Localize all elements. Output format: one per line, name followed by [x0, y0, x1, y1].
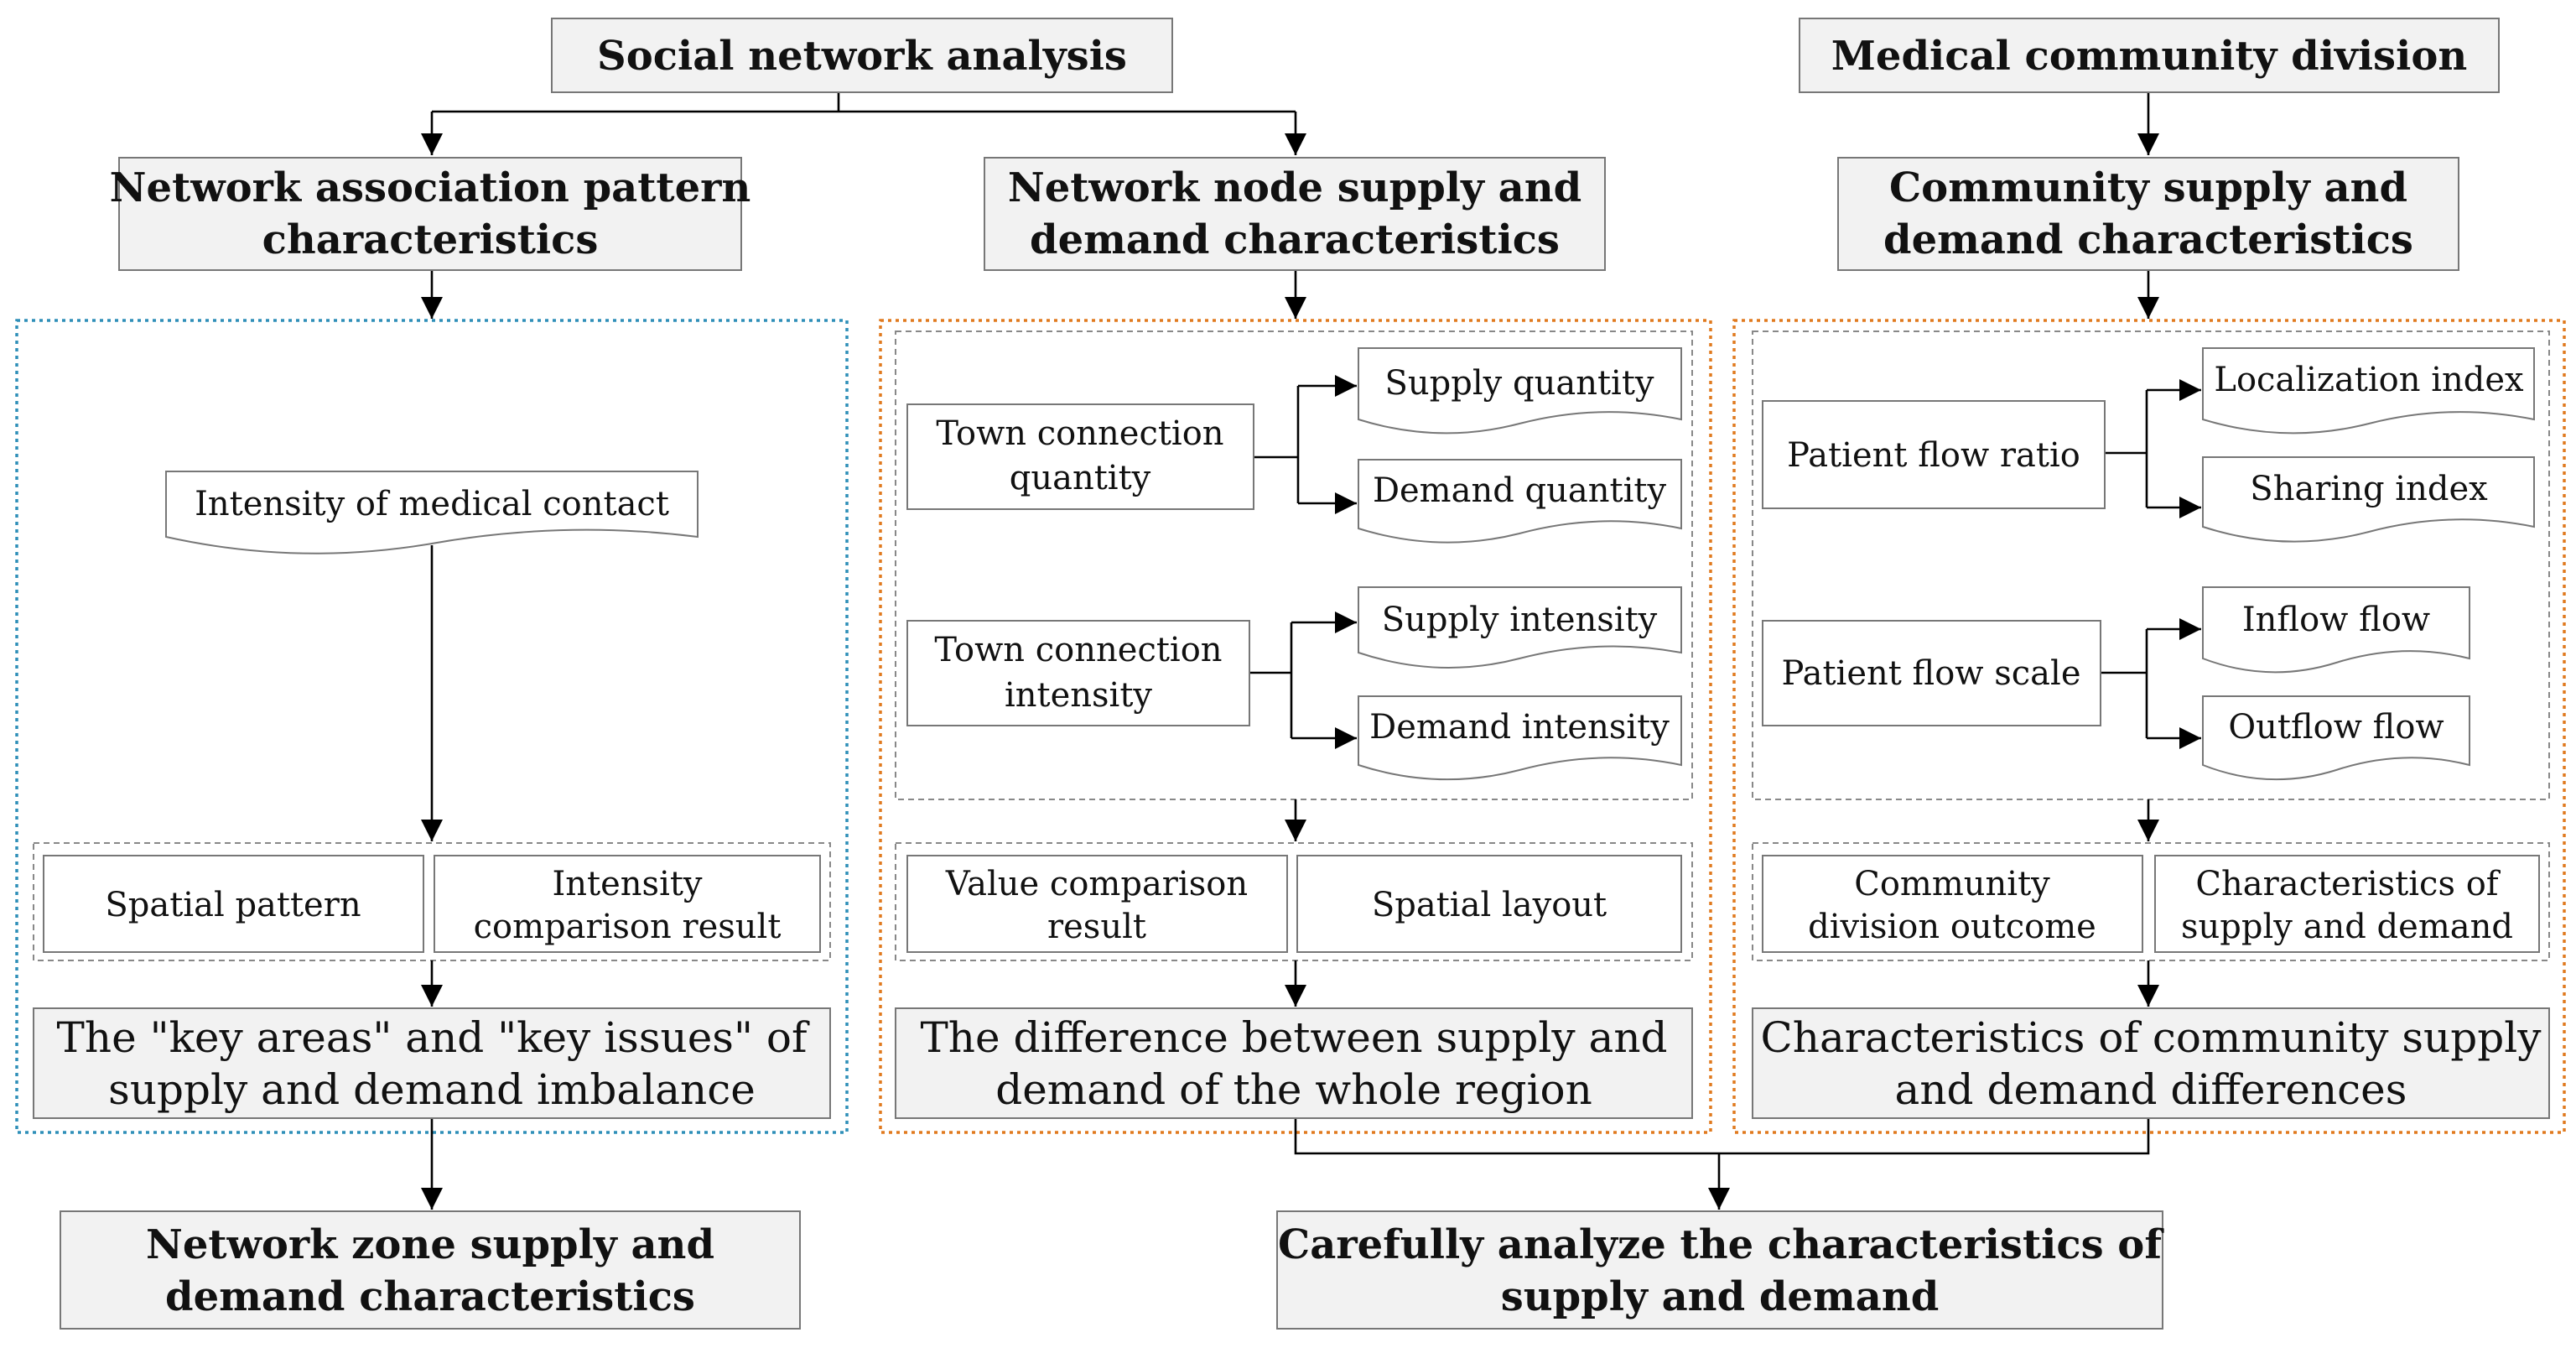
characteristics-supply-demand-box: Characteristics of supply and demand [2154, 855, 2540, 953]
supply-quantity-label: Supply quantity [1385, 364, 1654, 403]
connector-town-qty-branch [1254, 386, 1300, 503]
sharing-index-doc: Sharing index [2202, 456, 2535, 543]
spatial-layout-label: Spatial layout [1372, 886, 1607, 924]
key-areas-summary-box: The "key areas" and "key issues" of supp… [33, 1007, 831, 1119]
supply-quantity-doc: Supply quantity [1358, 347, 1682, 435]
community-differences-summary-box: Characteristics of community supply and … [1752, 1007, 2550, 1119]
demand-intensity-label: Demand intensity [1369, 708, 1670, 747]
patient-flow-ratio-label: Patient flow ratio [1787, 436, 2080, 475]
intensity-of-medical-contact-doc: Intensity of medical contact [165, 471, 699, 554]
group-col3-results [1752, 842, 2550, 961]
town-connection-quantity-line2: quantity [1010, 459, 1151, 497]
community-header-line1: Community supply and [1889, 164, 2407, 211]
town-connection-quantity-box: Town connection quantity [906, 403, 1254, 510]
outflow-flow-label: Outflow flow [2228, 708, 2444, 747]
whole-region-summary-line2: demand of the whole region [995, 1065, 1592, 1114]
connector-social-split [432, 92, 1296, 113]
town-connection-quantity-line1: Town connection [936, 414, 1223, 453]
spatial-layout-box: Spatial layout [1296, 855, 1682, 953]
town-connection-intensity-box: Town connection intensity [906, 620, 1250, 726]
characteristics-supply-demand-line1: Characteristics of [2195, 865, 2501, 903]
network-zone-final-box: Network zone supply and demand character… [60, 1210, 801, 1330]
key-areas-summary-line2: supply and demand imbalance [108, 1065, 756, 1114]
localization-index-doc: Localization index [2202, 347, 2535, 435]
value-comparison-result-box: Value comparison result [906, 855, 1288, 953]
value-comparison-line2: result [1047, 908, 1146, 946]
connector-flow-ratio-branch [2105, 390, 2148, 507]
group-network-association [15, 319, 849, 1134]
community-division-outcome-box: Community division outcome [1762, 855, 2143, 953]
network-node-header-line1: Network node supply and [1008, 164, 1581, 211]
characteristics-supply-demand-line2: supply and demand [2181, 908, 2513, 946]
key-areas-summary-line1: The "key areas" and "key issues" of [57, 1013, 810, 1062]
medical-community-division-label: Medical community division [1831, 33, 2467, 80]
town-connection-intensity-line1: Town connection [934, 631, 1222, 669]
medical-community-division-box: Medical community division [1799, 18, 2500, 93]
group-col2-connections [895, 330, 1693, 800]
supply-intensity-doc: Supply intensity [1358, 586, 1682, 669]
demand-intensity-doc: Demand intensity [1358, 695, 1682, 781]
group-col3-flows [1752, 330, 2550, 800]
network-node-header-line2: demand characteristics [1030, 216, 1560, 263]
outflow-flow-doc: Outflow flow [2202, 695, 2470, 781]
patient-flow-scale-box: Patient flow scale [1762, 620, 2101, 726]
network-association-header-line2: characteristics [262, 216, 599, 263]
network-zone-final-line2: demand characteristics [165, 1273, 695, 1320]
connector-merge [1294, 1118, 2150, 1155]
connector-flow-scale-branch [2101, 629, 2148, 738]
demand-quantity-doc: Demand quantity [1358, 459, 1682, 544]
patient-flow-scale-label: Patient flow scale [1781, 654, 2080, 693]
careful-analysis-line2: supply and demand [1501, 1273, 1940, 1320]
community-differences-summary-line1: Characteristics of community supply [1760, 1013, 2542, 1062]
demand-quantity-label: Demand quantity [1373, 471, 1667, 510]
community-division-outcome-line1: Community [1854, 865, 2050, 903]
inflow-flow-doc: Inflow flow [2202, 586, 2470, 674]
whole-region-summary-line1: The difference between supply and [920, 1013, 1667, 1062]
sharing-index-label: Sharing index [2250, 470, 2488, 508]
network-zone-final-line1: Network zone supply and [146, 1221, 714, 1268]
value-comparison-line1: Value comparison [945, 865, 1248, 903]
town-connection-intensity-line2: intensity [1005, 676, 1152, 715]
group-col2-results [895, 842, 1693, 961]
network-node-header-box: Network node supply and demand character… [984, 157, 1606, 271]
careful-analysis-final-box: Carefully analyze the characteristics of… [1276, 1210, 2164, 1330]
network-association-header-line1: Network association pattern [110, 164, 751, 211]
spatial-pattern-label: Spatial pattern [105, 886, 361, 924]
network-association-header-box: Network association pattern characterist… [110, 157, 751, 271]
group-community [1732, 319, 2566, 1134]
social-network-analysis-label: Social network analysis [597, 33, 1127, 80]
social-network-analysis-box: Social network analysis [551, 18, 1173, 93]
inflow-flow-label: Inflow flow [2242, 601, 2430, 639]
spatial-pattern-box: Spatial pattern [43, 855, 424, 953]
intensity-comparison-line2: comparison result [474, 908, 782, 946]
intensity-of-medical-contact-label: Intensity of medical contact [195, 485, 669, 523]
patient-flow-ratio-box: Patient flow ratio [1762, 400, 2106, 509]
community-header-box: Community supply and demand characterist… [1837, 157, 2459, 271]
supply-intensity-label: Supply intensity [1382, 601, 1658, 639]
intensity-comparison-line1: Intensity [552, 865, 702, 903]
community-header-line2: demand characteristics [1883, 216, 2413, 263]
localization-index-label: Localization index [2214, 361, 2524, 399]
connector-town-int-branch [1249, 622, 1293, 738]
intensity-comparison-result-box: Intensity comparison result [434, 855, 821, 953]
community-differences-summary-line2: and demand differences [1895, 1065, 2407, 1114]
whole-region-summary-box: The difference between supply and demand… [895, 1007, 1693, 1119]
group-network-node [879, 319, 1712, 1134]
community-division-outcome-line2: division outcome [1808, 908, 2096, 946]
careful-analysis-line1: Carefully analyze the characteristics of [1278, 1221, 2164, 1268]
